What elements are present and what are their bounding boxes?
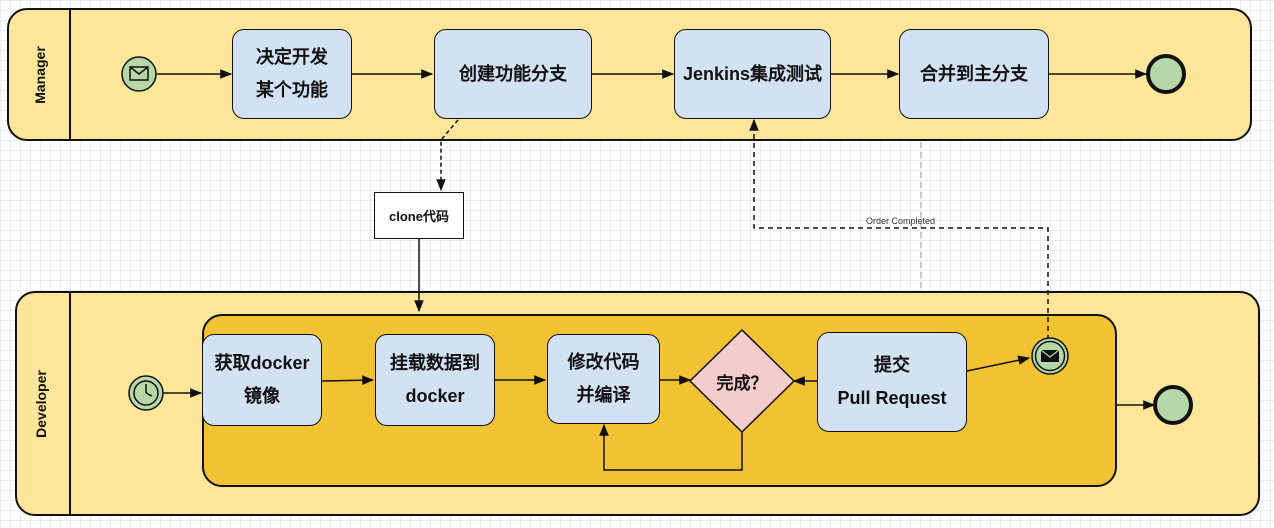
task-mount-data[interactable]: 挂载数据到 docker: [375, 334, 495, 426]
task-get-docker-image-line1: 获取docker: [214, 353, 310, 373]
task-submit-pull-request-line2: Pull Request: [837, 388, 947, 408]
task-get-docker-image-line2: 镜像: [244, 386, 280, 406]
association-branch-to-note: [436, 119, 459, 192]
flow-submit-to-message: [966, 355, 1031, 372]
developer-timer-start-event: [128, 375, 164, 411]
manager-end-event: [1146, 54, 1186, 94]
flow-gateway-loop-back: [599, 423, 743, 471]
envelope-icon: [129, 66, 149, 81]
task-modify-code-line2: 并编译: [576, 385, 631, 405]
completion-gateway-label: 完成？: [716, 373, 768, 393]
task-decide-feature-line1: 决定开发: [256, 47, 328, 67]
task-jenkins-test[interactable]: Jenkins集成测试: [674, 29, 831, 119]
task-decide-feature-line2: 某个功能: [256, 80, 328, 100]
task-modify-code[interactable]: 修改代码 并编译: [547, 334, 660, 424]
clone-code-note: clone代码: [374, 192, 464, 239]
clone-code-note-label: clone代码: [389, 209, 449, 224]
task-get-docker-image[interactable]: 获取docker 镜像: [202, 334, 322, 426]
task-submit-pull-request-line1: 提交: [874, 355, 910, 375]
order-completed-label: Order Completed: [866, 216, 936, 226]
message-flow-order-completed: [749, 118, 1049, 340]
task-mount-data-line1: 挂载数据到: [390, 353, 480, 373]
task-create-branch[interactable]: 创建功能分支: [434, 29, 592, 119]
clock-icon: [133, 380, 159, 406]
task-merge-main[interactable]: 合并到主分支: [899, 29, 1049, 119]
manager-start-message-event: [121, 56, 157, 92]
task-jenkins-test-label: Jenkins集成测试: [682, 63, 823, 84]
task-decide-feature[interactable]: 决定开发 某个功能: [232, 29, 352, 119]
developer-end-event: [1153, 385, 1193, 425]
developer-message-event: [1031, 337, 1069, 375]
completion-gateway: [688, 328, 796, 434]
task-merge-main-label: 合并到主分支: [920, 63, 1028, 84]
envelope-filled-icon: [1040, 349, 1060, 362]
task-submit-pull-request[interactable]: 提交 Pull Request: [817, 332, 967, 432]
task-create-branch-label: 创建功能分支: [459, 63, 567, 84]
task-mount-data-line2: docker: [405, 386, 465, 406]
flow-image-to-mount: [321, 375, 375, 386]
task-modify-code-line1: 修改代码: [567, 352, 640, 372]
